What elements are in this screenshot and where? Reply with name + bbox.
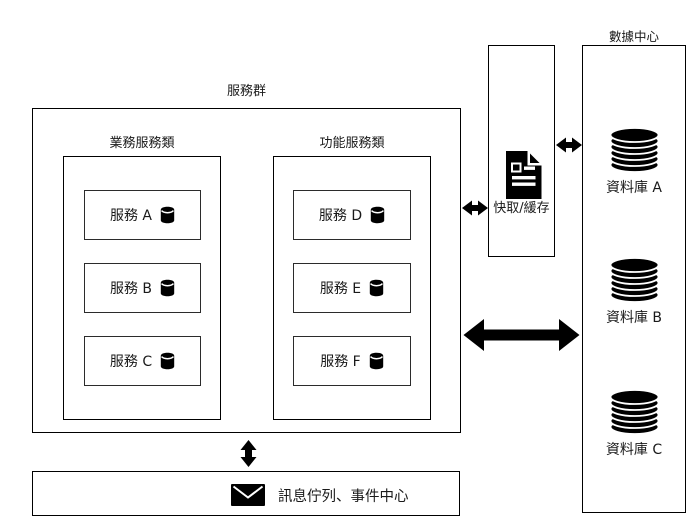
document-icon — [505, 150, 543, 200]
database-cylinder-icon — [160, 206, 175, 224]
service-node-label: 服務 A — [109, 208, 153, 224]
bidirectional-arrow-service-messagecenter — [240, 440, 257, 467]
service-node-label: 服務 D — [318, 208, 363, 224]
service-node-label: 服務 E — [319, 281, 362, 297]
service-node-a: 服務 A — [84, 190, 201, 240]
database-cylinder-icon — [160, 279, 175, 297]
service-node-label: 服務 F — [320, 354, 361, 370]
cache-box: 快取/緩存 — [488, 45, 555, 257]
database-node-c: 資料庫 C — [582, 389, 686, 459]
database-node-label: 資料庫 C — [605, 442, 663, 458]
database-node-label: 資料庫 B — [605, 310, 663, 326]
database-stack-icon — [609, 389, 660, 435]
business-class-label: 業務服務類 — [109, 136, 175, 151]
service-node-label: 服務 B — [109, 281, 153, 297]
message-center-content: 訊息佇列、事件中心 — [231, 482, 409, 508]
database-node-a: 資料庫 A — [582, 127, 686, 197]
service-node-c: 服務 C — [84, 336, 201, 386]
message-center-label: 訊息佇列、事件中心 — [278, 488, 409, 505]
bidirectional-arrow-cache-datacenter — [556, 137, 582, 153]
bidirectional-arrow-service-datacenter-bold — [463, 318, 580, 352]
service-node-f: 服務 F — [293, 336, 411, 386]
database-cylinder-icon — [160, 352, 175, 370]
data-center-label: 數據中心 — [608, 29, 659, 44]
database-cylinder-icon — [369, 279, 384, 297]
database-stack-icon — [609, 127, 660, 173]
database-cylinder-icon — [369, 352, 384, 370]
service-node-d: 服務 D — [293, 190, 411, 240]
cache-label: 快取/緩存 — [493, 201, 550, 216]
service-node-e: 服務 E — [293, 263, 411, 313]
database-stack-icon — [609, 257, 660, 303]
bidirectional-arrow-service-cache — [462, 200, 488, 216]
service-node-label: 服務 C — [109, 354, 153, 370]
database-cylinder-icon — [370, 206, 385, 224]
database-node-label: 資料庫 A — [605, 180, 663, 196]
service-group-label: 服務群 — [226, 84, 266, 99]
service-node-b: 服務 B — [84, 263, 201, 313]
database-node-b: 資料庫 B — [582, 257, 686, 327]
envelope-icon — [231, 484, 265, 506]
function-class-label: 功能服務類 — [319, 136, 385, 151]
